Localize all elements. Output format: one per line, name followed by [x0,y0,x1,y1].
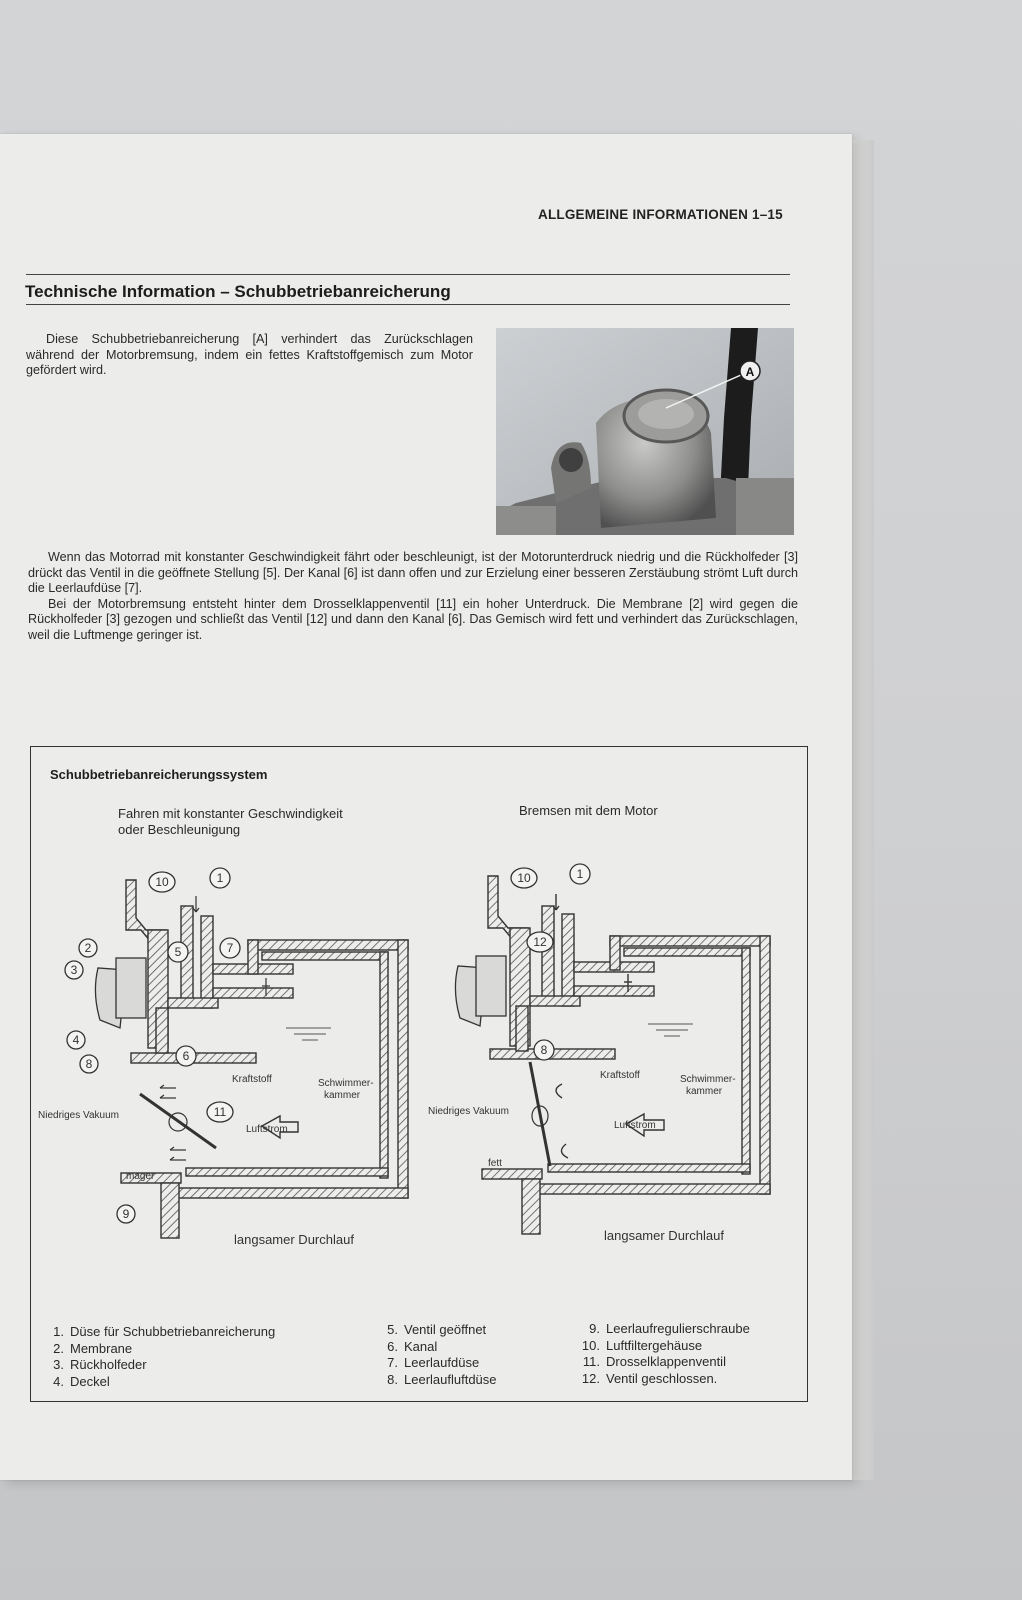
right-callout-1: 1 [577,867,584,881]
intro-paragraph: Diese Schubbetriebanreicherung [A] verhi… [26,332,473,377]
right-label-vakuum: Niedriges Vakuum [428,1106,509,1117]
legend-label: Luftfiltergehäuse [606,1337,703,1353]
legend-number: 6. [387,1338,398,1354]
right-label-durchlauf: langsamer Durchlauf [604,1228,724,1243]
legend-label: Leerlaufdüse [404,1355,480,1370]
legend-item: 5. Ventil geöffnet [380,1322,497,1339]
right-callout-8: 8 [541,1043,548,1057]
legend-number: 5. [387,1322,398,1337]
legend-label: Drosselklappenventil [606,1354,726,1369]
right-label-schwimmer-2: kammer [686,1086,723,1097]
legend-label: Kanal [404,1338,438,1354]
legend-column-2: 5. Ventil geöffnet 6. Kanal 7. Leerlaufdüse… [380,1322,497,1389]
legend-item: 2. Membrane [46,1341,275,1358]
right-diagram-caption: Bremsen mit dem Motor [519,803,658,818]
legend-number: 12. [581,1370,600,1386]
legend-item: 1. Düse für Schubbetriebanreicherung [46,1324,275,1341]
left-callout-2: 2 [85,941,92,955]
legend-item: 9. Leerlaufregulierschraube [578,1321,750,1338]
left-diagram-caption: Fahren mit konstanter Geschwindigkeit od… [118,806,343,838]
section-title: Technische Information – Schubbetriebanr… [25,282,451,301]
left-carburetor-diagram: 10 1 2 3 5 7 4 8 6 11 9 Kraftstoff Schwi… [38,867,409,1247]
right-label-schwimmer-1: Schwimmer- [680,1074,736,1085]
left-callout-9: 9 [123,1207,130,1221]
carburetor-photo: A [496,328,794,535]
right-callout-12: 12 [533,935,547,949]
left-label-schwimmer-2: kammer [324,1090,361,1101]
legend-number: 9. [589,1321,600,1336]
right-carburetor-diagram: 10 1 12 8 Kraftstoff Schwimmer- kammer N… [428,863,771,1243]
legend-item: 4. Deckel [46,1374,275,1391]
photo-callout-label: A [746,365,755,379]
figure-title: Schubbetriebanreicherungssystem [50,767,268,782]
left-callout-4: 4 [73,1033,80,1047]
left-callout-6: 6 [183,1049,190,1063]
left-label-kraftstoff: Kraftstoff [232,1074,272,1085]
left-label-vakuum: Niedriges Vakuum [38,1110,119,1121]
left-callout-3: 3 [71,963,78,977]
right-label-luftstrom: Luftstrom [614,1120,656,1131]
legend-number: 2. [53,1340,64,1356]
legend-label: Leerlaufluftdüse [404,1371,497,1387]
left-callout-1: 1 [217,871,224,885]
right-label-kraftstoff: Kraftstoff [600,1070,640,1081]
right-callout-10: 10 [517,871,531,885]
figure-frame [30,746,808,1402]
legend-label: Deckel [70,1373,110,1389]
photo-callout-circle [739,360,761,382]
rule-under-title [26,304,790,305]
legend-label: Ventil geöffnet [404,1322,487,1337]
legend-item: 3. Rückholfeder [46,1357,275,1374]
legend-item: 8. Leerlaufluftdüse [380,1371,497,1389]
legend-number: 4. [53,1373,64,1389]
legend-number: 8. [387,1371,398,1387]
legend-number: 10. [581,1337,600,1353]
legend-column-1: 1. Düse für Schubbetriebanreicherung 2. Me… [46,1324,275,1390]
legend-item: 10. Luftfiltergehäuse [578,1338,750,1355]
left-label-luftstrom: Luftstrom [246,1124,288,1135]
left-callout-7: 7 [227,941,234,955]
legend-label: Ventil geschlossen. [606,1370,718,1386]
left-callout-11: 11 [214,1105,227,1119]
body-text: Wenn das Motorrad mit konstanter Geschwi… [28,550,798,643]
left-callout-5: 5 [175,945,182,959]
body-paragraph-1: Wenn das Motorrad mit konstanter Geschwi… [28,550,798,595]
legend-item: 7. Leerlaufdüse [380,1355,497,1372]
left-callout-10: 10 [155,875,169,889]
legend-column-3: 9. Leerlaufregulierschraube 10. Luftfilter… [578,1321,750,1387]
left-label-mager: mager [126,1171,155,1182]
body-paragraph-2: Bei der Motorbremsung entsteht hinter de… [28,596,798,642]
legend-item: 6. Kanal [380,1339,497,1356]
right-label-fett: fett [488,1158,502,1169]
legend-number: 7. [387,1355,398,1370]
legend-label: Rückholfeder [70,1357,147,1372]
left-caption-line-1: Fahren mit konstanter Geschwindigkeit [118,806,343,821]
left-label-schwimmer-1: Schwimmer- [318,1078,374,1089]
legend-label: Düse für Schubbetriebanreicherung [70,1324,276,1339]
left-caption-line-2: oder Beschleunigung [118,822,241,837]
legend-item: 11. Drosselklappenventil [578,1354,750,1371]
rule-top [26,274,790,275]
legend-label: Leerlaufregulierschraube [606,1321,750,1336]
legend-item: 12. Ventil geschlossen. [578,1371,750,1388]
legend-number: 11. [582,1354,600,1369]
running-header: ALLGEMEINE INFORMATIONEN 1–15 [538,207,783,222]
legend-number: 1. [53,1324,64,1339]
legend-number: 3. [53,1357,64,1372]
left-callout-8: 8 [86,1057,93,1071]
page-edge [850,140,874,1480]
left-label-durchlauf: langsamer Durchlauf [234,1232,354,1247]
legend-label: Membrane [70,1340,133,1356]
